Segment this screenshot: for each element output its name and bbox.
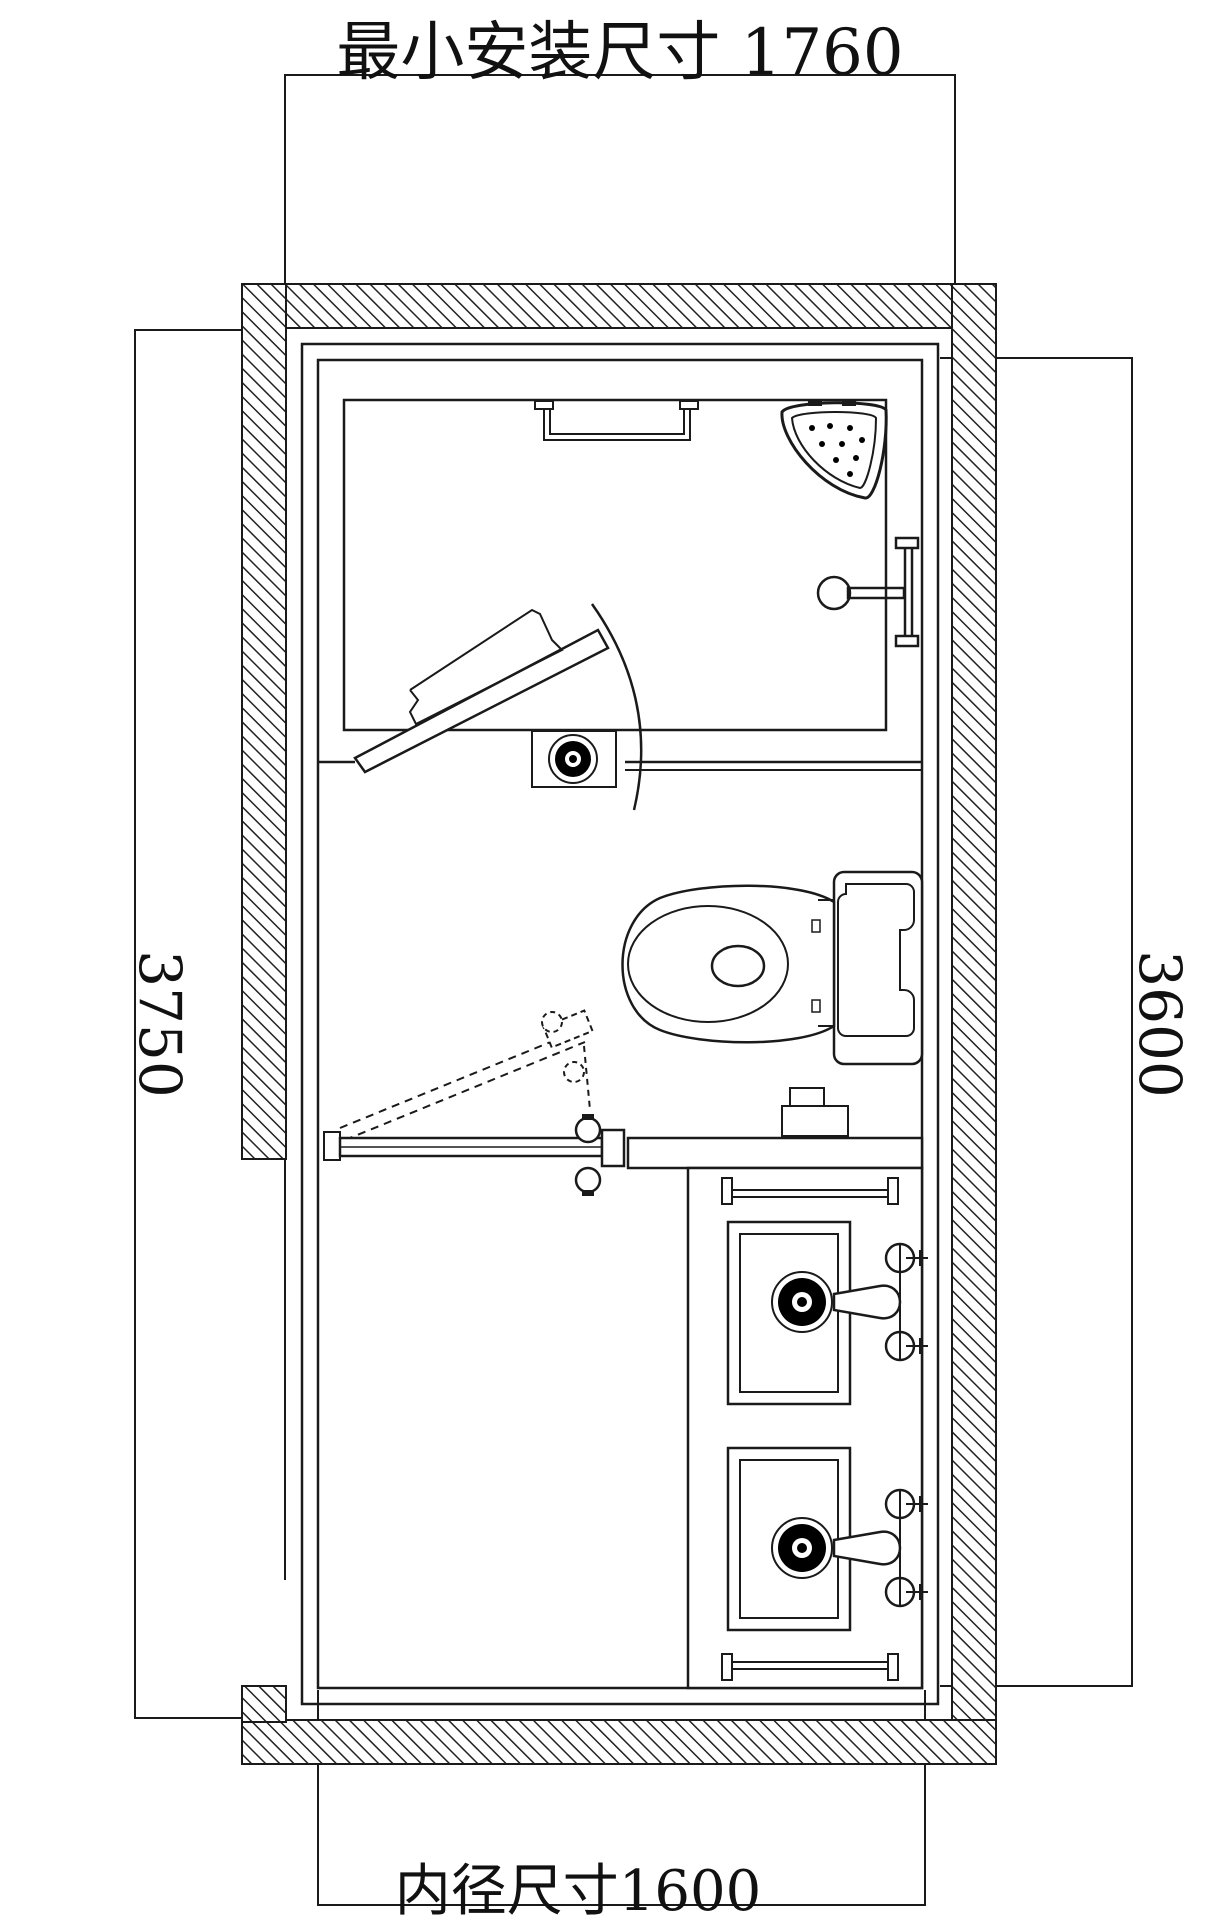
faucet-icon <box>832 1488 928 1608</box>
dimension-top-label: 最小安装尺寸 1760 <box>336 16 903 90</box>
sink-icon <box>726 1446 852 1632</box>
floor-drain-icon <box>531 730 617 788</box>
sink-icon <box>726 1220 852 1406</box>
dimension-left-label: 3750 <box>126 950 194 1098</box>
vanity-towel-bar-bottom <box>721 1653 899 1681</box>
wall-bottom <box>241 1719 997 1765</box>
wall-right <box>951 283 997 1765</box>
grab-bar-icon <box>323 1009 626 1196</box>
dimension-right-label: 3600 <box>1126 950 1194 1098</box>
dimension-bottom-label: 内径尺寸1600 <box>395 1859 762 1920</box>
towel-bar-icon <box>534 400 699 441</box>
wall-top <box>241 283 997 329</box>
shower-valve-icon <box>816 536 920 648</box>
shower-head-icon <box>780 400 888 500</box>
shower-door <box>353 603 643 811</box>
wall-left <box>241 283 287 1160</box>
toilet-icon <box>621 870 924 1066</box>
wall-stub <box>241 1685 287 1723</box>
faucet-icon <box>832 1242 928 1362</box>
walls <box>241 283 997 1765</box>
vanity-towel-bar-top <box>721 1177 899 1205</box>
paper-holder <box>781 1087 849 1137</box>
